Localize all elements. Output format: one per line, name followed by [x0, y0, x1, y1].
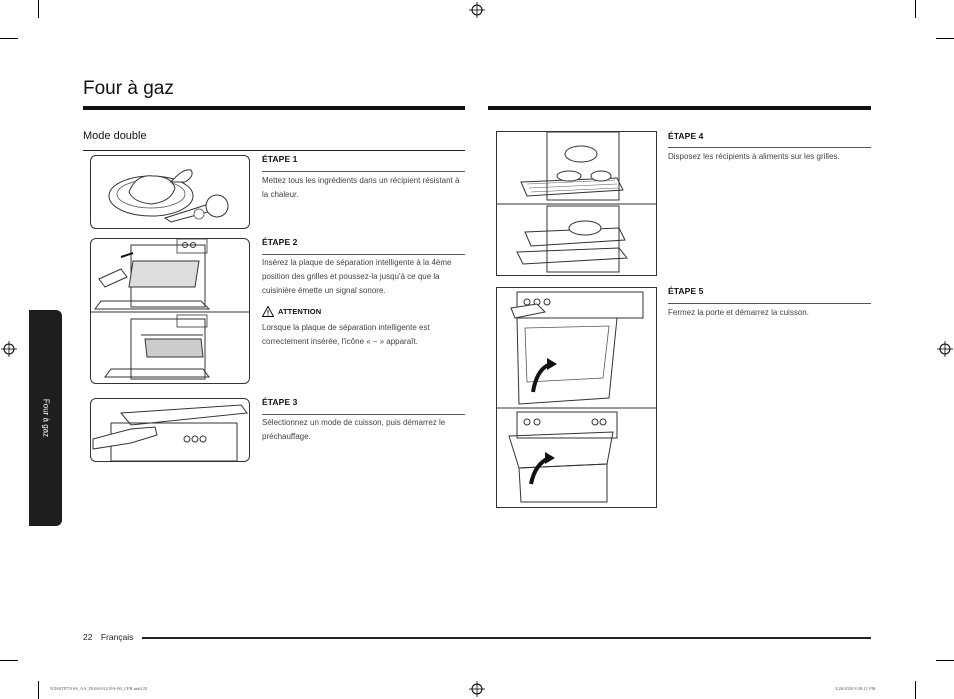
step2-text: Insérez la plaque de séparation intellig…: [262, 258, 452, 295]
crop-mark: [915, 681, 916, 699]
crop-mark: [38, 681, 39, 699]
registration-mark-icon: [469, 2, 485, 18]
step2-label: ÉTAPE 2: [262, 237, 298, 247]
step3-illustration: [90, 398, 250, 462]
step4-rule: [668, 147, 871, 148]
step3-label: ÉTAPE 3: [262, 397, 298, 407]
caution-label: ATTENTION: [278, 307, 322, 316]
step1-rule: [262, 171, 465, 172]
crop-mark: [936, 38, 954, 39]
registration-mark-icon: [1, 341, 17, 357]
registration-mark-icon: [937, 341, 953, 357]
footer-page: 22 Français: [83, 632, 133, 642]
step5-label: ÉTAPE 5: [668, 286, 704, 296]
step4-text: Disposez les récipients à aliments sur l…: [668, 152, 840, 161]
crop-mark: [0, 660, 18, 661]
step1-illustration: [90, 155, 250, 229]
crop-mark: [38, 0, 39, 18]
step5-rule: [668, 303, 871, 304]
footer-language: Français: [100, 632, 134, 642]
crop-mark: [936, 660, 954, 661]
step4-label: ÉTAPE 4: [668, 131, 704, 141]
side-tab-label: Four à gaz: [41, 398, 50, 438]
page-title: Four à gaz: [83, 78, 174, 99]
crop-mark: [915, 0, 916, 18]
footer-rule: [142, 637, 871, 639]
print-slug-date: 3/26/2020 8:38:11 PM: [835, 686, 876, 691]
step5-text: Fermez la porte et démarrez la cuisson.: [668, 308, 809, 317]
step2-illustration: [90, 238, 250, 384]
registration-mark-icon: [469, 681, 485, 697]
page-number: 22: [83, 632, 93, 642]
title-rule-right: [488, 106, 871, 110]
caution-text: Lorsque la plaque de séparation intellig…: [262, 323, 430, 346]
section-rule: [83, 150, 465, 151]
step2-rule: [262, 254, 465, 255]
title-rule-left: [83, 106, 465, 110]
step4-illustration: [496, 131, 657, 276]
print-slug-file: NX60T8751SS_AA_DG68-01219A-00_CFR.indd 2…: [50, 686, 148, 691]
step1-text: Mettez tous les ingrédients dans un réci…: [262, 176, 460, 199]
section-title: Mode double: [83, 130, 147, 142]
step5-illustration: [496, 287, 657, 508]
step1-label: ÉTAPE 1: [262, 154, 298, 164]
step3-rule: [262, 414, 465, 415]
crop-mark: [0, 38, 18, 39]
side-tab[interactable]: Four à gaz: [29, 310, 62, 526]
warning-icon: [262, 306, 274, 317]
step3-text: Sélectionnez un mode de cuisson, puis dé…: [262, 418, 446, 441]
